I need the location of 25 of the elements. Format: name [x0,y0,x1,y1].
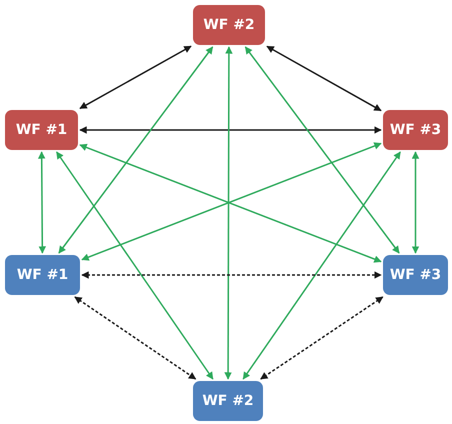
node-label: WF #2 [203,17,255,33]
arrow [79,46,192,110]
node-label: WF #1 [16,267,68,283]
node-label: WF #2 [202,393,254,409]
arrow [79,126,382,134]
process-box [383,110,448,150]
dashed-arrow [81,271,382,279]
process-box [193,381,263,421]
arrow [412,151,420,254]
dashed-arrow [260,296,384,380]
process-box [383,255,448,295]
node-label: WF #3 [390,267,442,283]
process-box [5,110,78,150]
node-label: WF #1 [16,122,68,138]
process-box [193,5,265,45]
arrow [58,46,214,254]
process-box [5,255,80,295]
arrow [38,151,46,254]
arrow [242,151,401,380]
arrow [56,151,214,380]
arrow [266,46,382,112]
node-label: WF #3 [390,122,442,138]
dashed-arrow [74,296,196,380]
arrow [224,46,233,380]
arrow [244,46,400,254]
